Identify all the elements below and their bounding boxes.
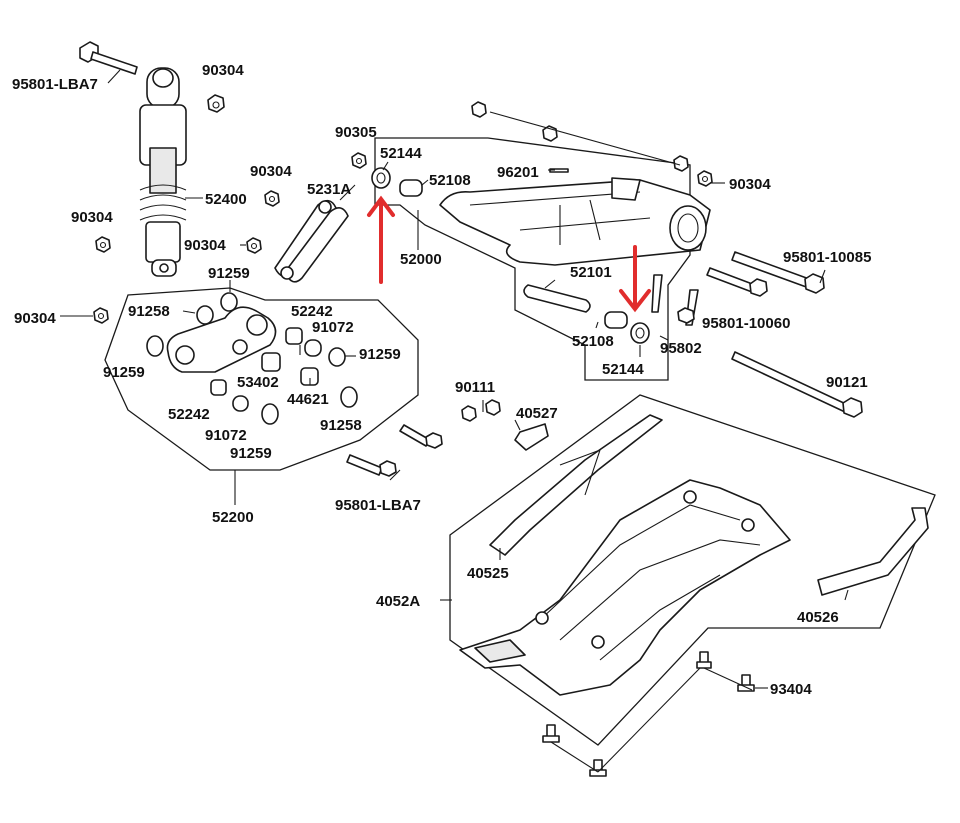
bolt-upper-chain — [471, 101, 681, 166]
label-bushing-top: 52108 — [429, 172, 471, 189]
label-bolt-10060: 95801-10060 — [702, 315, 790, 332]
label-guard-4052A: 4052A — [376, 593, 420, 610]
label-seal-a3: 91259 — [103, 364, 145, 381]
label-swingarm: 52000 — [400, 251, 442, 268]
link-rod — [274, 199, 349, 283]
nut-upper-link — [264, 190, 280, 207]
bolt-10060 — [706, 267, 768, 297]
link-assembly-frame — [104, 287, 419, 471]
label-link-rod: 5231A — [307, 181, 351, 198]
label-nut-shock-top: 90304 — [202, 62, 244, 79]
label-axle-90121: 90121 — [826, 374, 868, 391]
label-nut-right: 90304 — [729, 176, 771, 193]
nut-left-low — [93, 307, 109, 324]
guard-40525 — [489, 414, 663, 556]
label-collar-52242b: 52242 — [168, 406, 210, 423]
label-bearing-91072b: 91072 — [205, 427, 247, 444]
label-link-assy: 52200 — [212, 509, 254, 526]
label-seal-a4: 91259 — [359, 346, 401, 363]
label-collar-52242a: 52242 — [291, 303, 333, 320]
label-pipe-52101: 52101 — [570, 264, 612, 281]
label-bolt-90111: 90111 — [455, 379, 495, 396]
bolt-long-upper — [731, 251, 825, 294]
swingarm — [371, 167, 711, 344]
nut-left-mid — [95, 236, 111, 253]
label-bearing-91072a: 91072 — [312, 319, 354, 336]
bolt-lower — [346, 424, 443, 477]
seals-bearings — [146, 292, 358, 425]
bolts-93404 — [542, 651, 755, 777]
nut-link-low — [246, 237, 262, 254]
label-nut-90305: 90305 — [335, 124, 377, 141]
label-bolt-shock-top: 95801-LBA7 — [12, 76, 98, 93]
guard-40526 — [817, 507, 929, 596]
label-bolt-95802: 95802 — [660, 340, 702, 357]
label-nut-left-mid: 90304 — [71, 209, 113, 226]
label-nut-left-low: 90304 — [14, 310, 56, 327]
label-collar-top: 52144 — [380, 145, 422, 162]
label-seal-a1: 91259 — [208, 265, 250, 282]
label-bolt-lower: 95801-LBA7 — [335, 497, 421, 514]
label-collar-low: 52144 — [602, 361, 644, 378]
label-bushing-low: 52108 — [572, 333, 614, 350]
label-shock: 52400 — [205, 191, 247, 208]
label-collar-53402: 53402 — [237, 374, 279, 391]
label-nut-link-low: 90304 — [184, 237, 226, 254]
bolt-shock-top — [79, 41, 138, 75]
bracket-40527 — [514, 423, 549, 451]
leader-lines — [60, 69, 849, 773]
nut-90305 — [351, 152, 367, 169]
axle-90121 — [731, 351, 863, 418]
shock-absorber — [139, 67, 187, 277]
label-guard-40526: 40526 — [797, 609, 839, 626]
bolt-95802 — [651, 274, 699, 326]
label-seal-a5: 91259 — [230, 445, 272, 462]
label-bolt-long-upper: 95801-10085 — [783, 249, 871, 266]
nut-right — [673, 155, 713, 187]
label-pin: 96201 — [497, 164, 539, 181]
swingarm-group-frame — [374, 137, 691, 381]
callout-arrows — [367, 195, 651, 313]
label-seal-91258b: 91258 — [320, 417, 362, 434]
label-nut-upper-link: 90304 — [250, 163, 292, 180]
label-seal-a2: 91258 — [128, 303, 170, 320]
link-assembly — [166, 306, 277, 373]
labels: 95801-LBA7 90304 90304 52400 90304 90304… — [12, 62, 871, 698]
label-bolt-93404: 93404 — [770, 681, 812, 698]
bolt-90111 — [461, 399, 501, 422]
under-guard — [459, 479, 791, 696]
label-bracket-40527: 40527 — [516, 405, 558, 422]
label-guard-40525: 40525 — [467, 565, 509, 582]
label-collar-44621: 44621 — [287, 391, 329, 408]
nut-shock-top — [207, 94, 225, 113]
